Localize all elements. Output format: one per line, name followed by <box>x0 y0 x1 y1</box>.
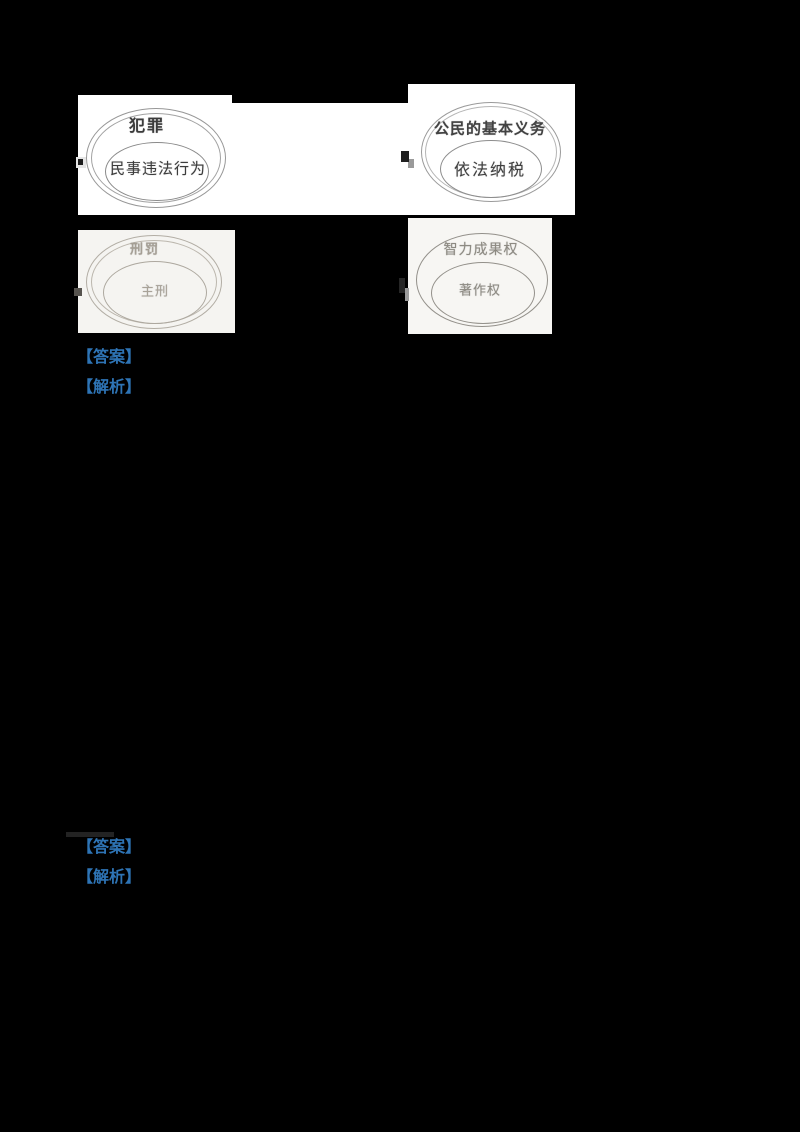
option-b-marker <box>401 151 409 162</box>
option-c-marker <box>74 288 82 296</box>
inner-ellipse <box>431 262 535 324</box>
answer-label-2: 【答案】 <box>77 839 142 856</box>
outer-set-label: 犯罪 <box>128 118 166 135</box>
outer-ellipse <box>86 108 226 208</box>
diagram-option-c: 刑罚 主刑 <box>78 230 235 333</box>
analysis-label-1: 【解析】 <box>77 379 142 396</box>
outer-ellipse <box>421 102 561 202</box>
option-d-marker <box>399 278 405 293</box>
inner-set-label: 依法纳税 <box>453 162 527 179</box>
diagram-option-b: 公民的基本义务 依法纳税 <box>408 84 575 215</box>
inner-ellipse <box>105 142 209 201</box>
inner-set-label: 主刑 <box>140 283 170 299</box>
inner-set-label: 民事违法行为 <box>109 160 207 178</box>
outer-set-label: 刑罚 <box>129 241 161 257</box>
outer-set-label: 智力成果权 <box>443 241 519 257</box>
outer-ellipse-inner-ring <box>91 113 221 203</box>
inner-ellipse <box>440 140 542 198</box>
answer-label-1: 【答案】 <box>77 349 142 366</box>
diagram-option-a: 犯罪 民事违法行为 <box>78 95 232 215</box>
outer-ellipse <box>416 233 548 327</box>
diagram-option-d: 智力成果权 著作权 <box>408 218 552 334</box>
inner-ellipse <box>103 261 207 324</box>
option-a-marker <box>76 157 86 168</box>
faint-text-remnant <box>66 832 114 837</box>
outer-set-label: 公民的基本义务 <box>433 120 547 138</box>
inner-set-label: 著作权 <box>458 282 502 298</box>
outer-ellipse <box>86 235 222 329</box>
image-background-strip <box>232 103 408 215</box>
analysis-label-2: 【解析】 <box>77 869 142 886</box>
